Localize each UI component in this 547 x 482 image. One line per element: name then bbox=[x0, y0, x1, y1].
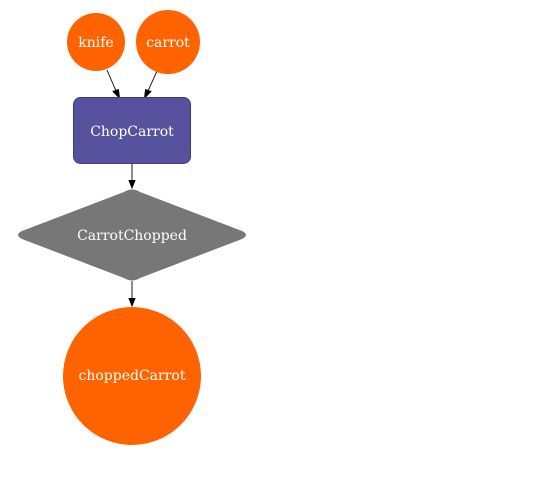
node-chopcarrot-shape bbox=[73, 97, 191, 164]
node-carrotchopped: CarrotChopped bbox=[18, 189, 246, 281]
node-choppedcarrot-shape bbox=[63, 307, 201, 445]
node-chopcarrot: ChopCarrot bbox=[73, 97, 191, 164]
node-carrot: carrot bbox=[136, 10, 200, 74]
node-carrotchopped-label: CarrotChopped bbox=[77, 228, 187, 244]
node-knife-shape bbox=[67, 13, 125, 71]
edge-carrot-to-chopcarrot bbox=[143, 70, 158, 100]
node-chopcarrot-label: ChopCarrot bbox=[90, 124, 174, 140]
node-carrot-shape bbox=[136, 10, 200, 74]
edge-carrotchopped-to-choppedcarrot bbox=[128, 281, 136, 308]
edge-chopcarrot-to-carrotchopped bbox=[128, 164, 136, 190]
node-carrot-label: carrot bbox=[146, 35, 190, 51]
node-choppedcarrot: choppedCarrot bbox=[63, 307, 201, 445]
node-carrotchopped-shape bbox=[18, 189, 246, 281]
node-knife: knife bbox=[67, 13, 125, 71]
edge-knife-to-chopcarrot bbox=[106, 69, 121, 100]
node-knife-label: knife bbox=[78, 35, 113, 51]
node-choppedcarrot-label: choppedCarrot bbox=[79, 368, 186, 384]
